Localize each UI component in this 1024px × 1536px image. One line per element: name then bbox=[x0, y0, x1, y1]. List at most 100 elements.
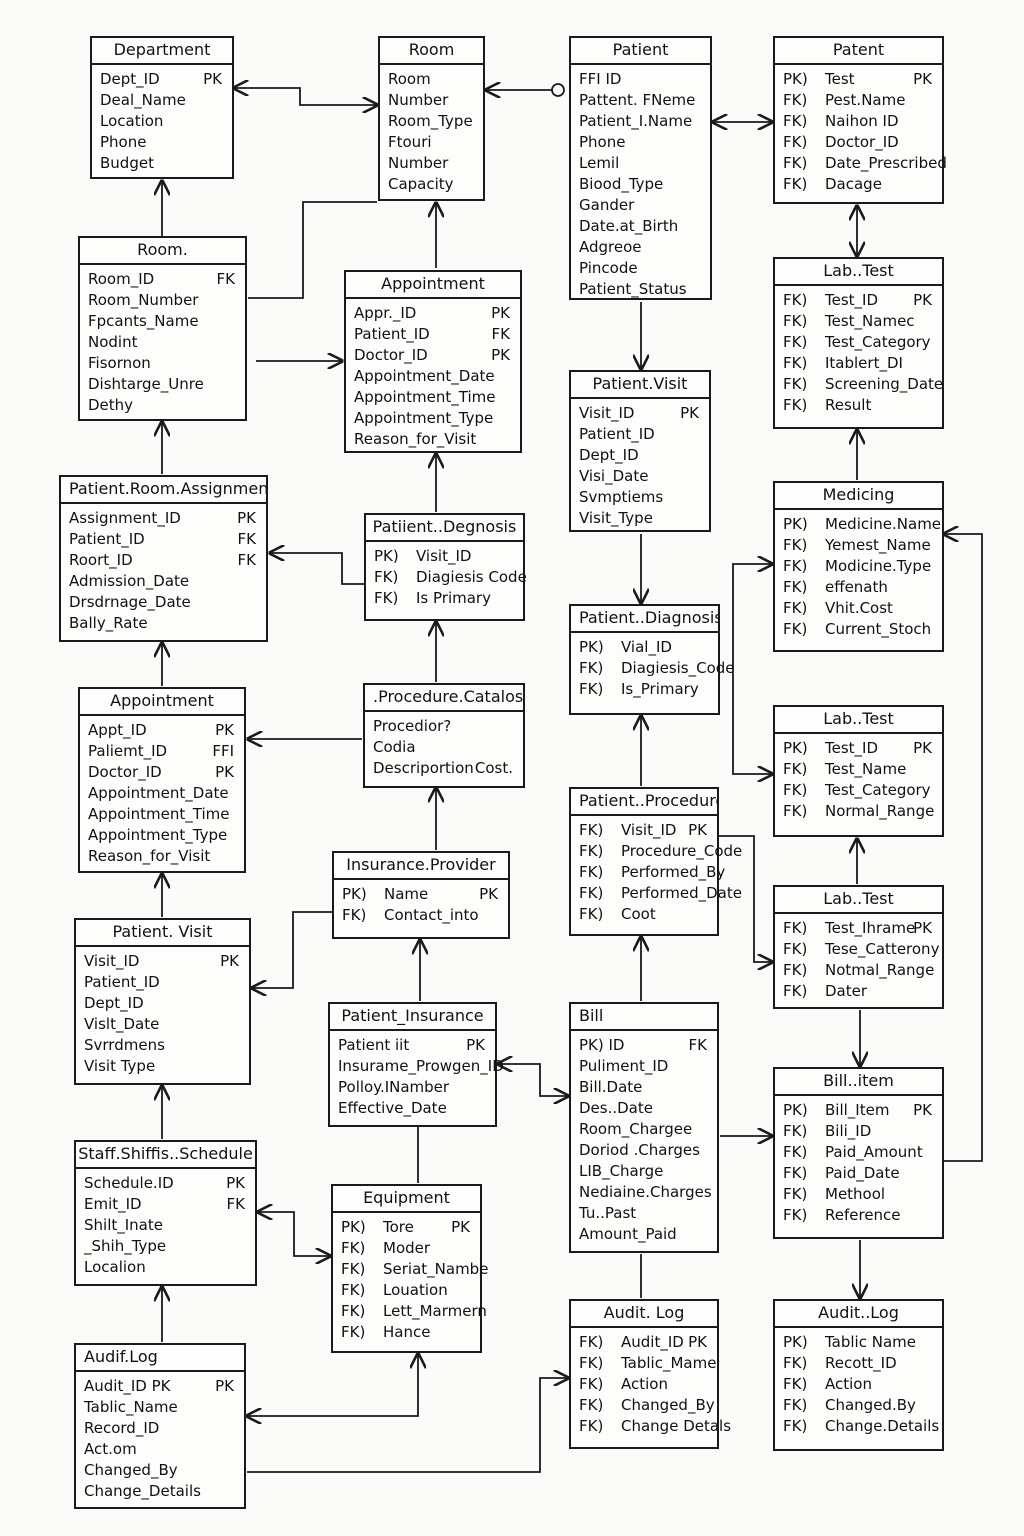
key-badge: PK bbox=[237, 509, 256, 527]
attribute-name: Changed_By bbox=[621, 1396, 715, 1414]
attribute-name: Test_Name bbox=[825, 760, 907, 778]
rel-department-room bbox=[234, 88, 377, 105]
attribute-row: FK)Current_Stoch bbox=[775, 619, 942, 640]
key-prefix: FK) bbox=[783, 1396, 808, 1414]
key-prefix: PK) bbox=[783, 70, 808, 88]
attribute-row: Svmptiems bbox=[571, 487, 709, 508]
attribute-row: Appointment_Time bbox=[80, 804, 244, 825]
attribute-row: Fisornon bbox=[80, 353, 245, 374]
attribute-name: Visit_ID bbox=[416, 547, 472, 565]
attribute-name: Test_Ihrame bbox=[825, 919, 916, 937]
key-prefix: FK) bbox=[341, 1281, 366, 1299]
attribute-name: Change Detals bbox=[621, 1417, 732, 1435]
entity-title: Lab..Test bbox=[775, 259, 942, 286]
attribute-name: Polloy.INamber bbox=[338, 1078, 450, 1096]
attribute-row: FK)Change Detals bbox=[571, 1416, 731, 1437]
attribute-name: Dept_ID bbox=[84, 994, 144, 1012]
attribute-row: FK)Performed_By bbox=[571, 862, 725, 883]
attribute-name: Number bbox=[388, 91, 449, 109]
key-prefix: FK) bbox=[341, 1260, 366, 1278]
attribute-name: Normal_Range bbox=[825, 802, 935, 820]
attribute-name: Patient_I.Name bbox=[579, 112, 693, 130]
entity-title: Room. bbox=[80, 238, 245, 265]
attribute-name: Vhit.Cost bbox=[825, 599, 893, 617]
attribute-row: Biood_Type bbox=[571, 174, 710, 195]
attribute-row: FK)Tablic_Mame bbox=[571, 1353, 717, 1374]
attribute-name: Action bbox=[621, 1375, 668, 1393]
attribute-row: Svrrdmens bbox=[76, 1035, 249, 1056]
attribute-name: Drsdrnage_Date bbox=[69, 593, 191, 611]
attribute-row: Procedior? bbox=[365, 716, 523, 737]
attribute-name: Patient_ID bbox=[69, 530, 145, 548]
rel-patinsurance-bill bbox=[498, 1064, 568, 1096]
attribute-row: FK)Procedure_Code bbox=[571, 841, 742, 862]
attribute-name: Visit_ID bbox=[84, 952, 140, 970]
attribute-row: Appointment_Date bbox=[80, 783, 244, 804]
attribute-name: Tablic_Name bbox=[84, 1398, 178, 1416]
attribute-name: Bili_ID bbox=[825, 1122, 872, 1140]
attribute-name: Action bbox=[825, 1375, 872, 1393]
attribute-row: FK)Paid_Amount bbox=[775, 1142, 942, 1163]
entity-title: Audif.Log bbox=[76, 1345, 244, 1372]
attribute-name: Recott_ID bbox=[825, 1354, 897, 1372]
attribute-row: Visit Type bbox=[76, 1056, 249, 1077]
attribute-row: Appointment_Type bbox=[80, 825, 244, 846]
attribute-name: Patient_ID bbox=[84, 973, 160, 991]
attribute-row: Change_Details bbox=[76, 1481, 244, 1502]
key-badge: PK bbox=[688, 821, 707, 839]
attribute-row: PK)Medicine.Name bbox=[775, 514, 942, 535]
attribute-row: Dishtarge_Unre bbox=[80, 374, 245, 395]
attribute-row: FK)Itablert_DI bbox=[775, 353, 942, 374]
key-prefix: FK) bbox=[783, 1164, 808, 1182]
attribute-name: Dept_ID bbox=[579, 446, 639, 464]
attribute-name: Appointment_Type bbox=[88, 826, 228, 844]
attribute-name: Procedure_Code bbox=[621, 842, 743, 860]
attribute-row: FK)Test_Category bbox=[775, 780, 942, 801]
attribute-name: Performed_Date bbox=[621, 884, 742, 902]
attribute-row: Room_Number bbox=[80, 290, 245, 311]
entity-title: Staff.Shiffis..Schedule bbox=[76, 1142, 255, 1169]
attribute-name: LIB_Charge bbox=[579, 1162, 664, 1180]
attribute-name: Screening_Date bbox=[825, 375, 944, 393]
key-prefix: PK) bbox=[342, 885, 367, 903]
attribute-row: FK)Louation bbox=[333, 1280, 480, 1301]
attribute-name: Fpcants_Name bbox=[88, 312, 199, 330]
attribute-name: effenath bbox=[825, 578, 888, 596]
attribute-name: Bally_Rate bbox=[69, 614, 148, 632]
entity-title: Room bbox=[380, 38, 483, 65]
attribute-row: Record_ID bbox=[76, 1418, 244, 1439]
attribute-name: Number bbox=[388, 154, 449, 172]
attribute-row: FK)Seriat_Nambe bbox=[333, 1259, 488, 1280]
attribute-name: Patient iit bbox=[338, 1036, 410, 1054]
entity-title: Patient bbox=[571, 38, 710, 65]
rel-schedule-equipment bbox=[258, 1212, 330, 1256]
attribute-row: FK)Paid_Date bbox=[775, 1163, 942, 1184]
entity-title: .Procedure.Catalos bbox=[365, 685, 523, 712]
attribute-row: Dethy bbox=[80, 395, 245, 416]
attribute-row: FK)Is Primary bbox=[366, 588, 523, 609]
attribute-row: FK)Normal_Range bbox=[775, 801, 942, 822]
attribute-row: Patient_ID bbox=[571, 424, 709, 445]
key-prefix: FK) bbox=[783, 333, 808, 351]
attribute-name: Methool bbox=[825, 1185, 886, 1203]
attribute-name: Bill_Item bbox=[825, 1101, 890, 1119]
key-badge: PK bbox=[226, 1174, 245, 1192]
key-prefix: PK) bbox=[783, 1333, 808, 1351]
attribute-name: Is Primary bbox=[416, 589, 491, 607]
